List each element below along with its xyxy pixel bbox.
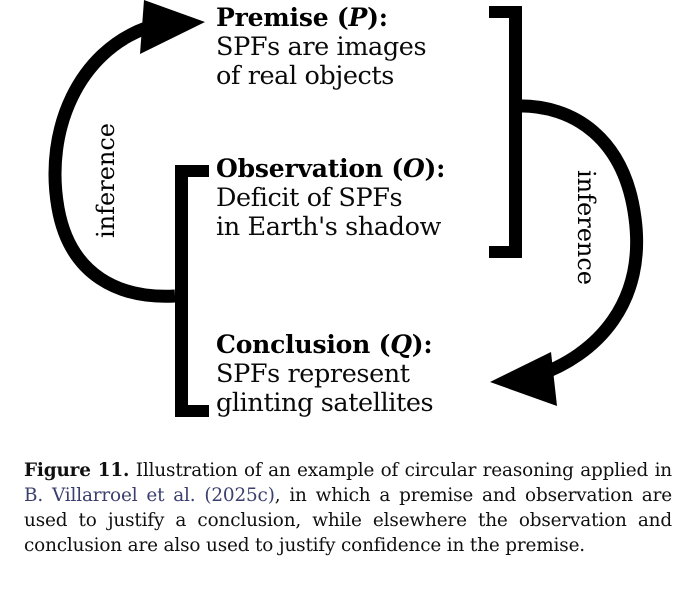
node-observation-title-text: Observation (	[216, 154, 403, 183]
node-premise-line-2: of real objects	[216, 60, 394, 91]
left-bracket	[175, 165, 209, 417]
caption-part-1: Illustration of an example of circular r…	[129, 460, 672, 481]
node-premise-symbol: P	[348, 3, 368, 32]
right-bracket	[489, 6, 522, 258]
node-premise-title-suffix: ):	[367, 3, 388, 32]
node-conclusion: Conclusion (Q): SPFs represent glinting …	[216, 330, 434, 418]
node-premise-line-1: SPFs are images	[216, 31, 427, 62]
caption-citation-link[interactable]: B. Villarroel et al. (2025c)	[24, 485, 275, 507]
node-conclusion-line-2: glinting satellites	[216, 387, 434, 418]
node-premise: Premise (P): SPFs are images of real obj…	[216, 3, 427, 91]
figure-caption: Figure 11. Illustration of an example of…	[24, 458, 672, 558]
node-observation-title-suffix: ):	[424, 154, 446, 183]
node-conclusion-line-1: SPFs represent	[216, 358, 410, 389]
node-premise-title-text: Premise (	[216, 3, 349, 32]
circular-reasoning-diagram: Premise (P): SPFs are images of real obj…	[48, 0, 643, 418]
diagram-graphics	[48, 0, 643, 417]
edge-label-inference-right: inference	[572, 170, 600, 285]
right-inference-arrow	[490, 99, 643, 406]
node-observation-title: Observation (O):	[216, 154, 446, 184]
left-inference-arrow	[48, 0, 205, 303]
node-observation-symbol: O	[402, 154, 425, 183]
node-observation: Observation (O): Deficit of SPFs in Eart…	[216, 154, 446, 242]
caption-part-2: , in which a premise and observation are…	[24, 485, 672, 557]
node-premise-title: Premise (P):	[216, 3, 426, 33]
node-conclusion-symbol: Q	[390, 330, 412, 359]
edge-label-inference-left: inference	[92, 123, 120, 238]
node-observation-line-1: Deficit of SPFs	[216, 182, 403, 213]
node-observation-line-2: in Earth's shadow	[216, 211, 441, 242]
caption-label: Figure 11.	[24, 460, 130, 481]
node-conclusion-title: Conclusion (Q):	[216, 330, 433, 360]
node-conclusion-title-suffix: ):	[411, 330, 433, 359]
node-conclusion-title-text: Conclusion (	[216, 330, 391, 359]
